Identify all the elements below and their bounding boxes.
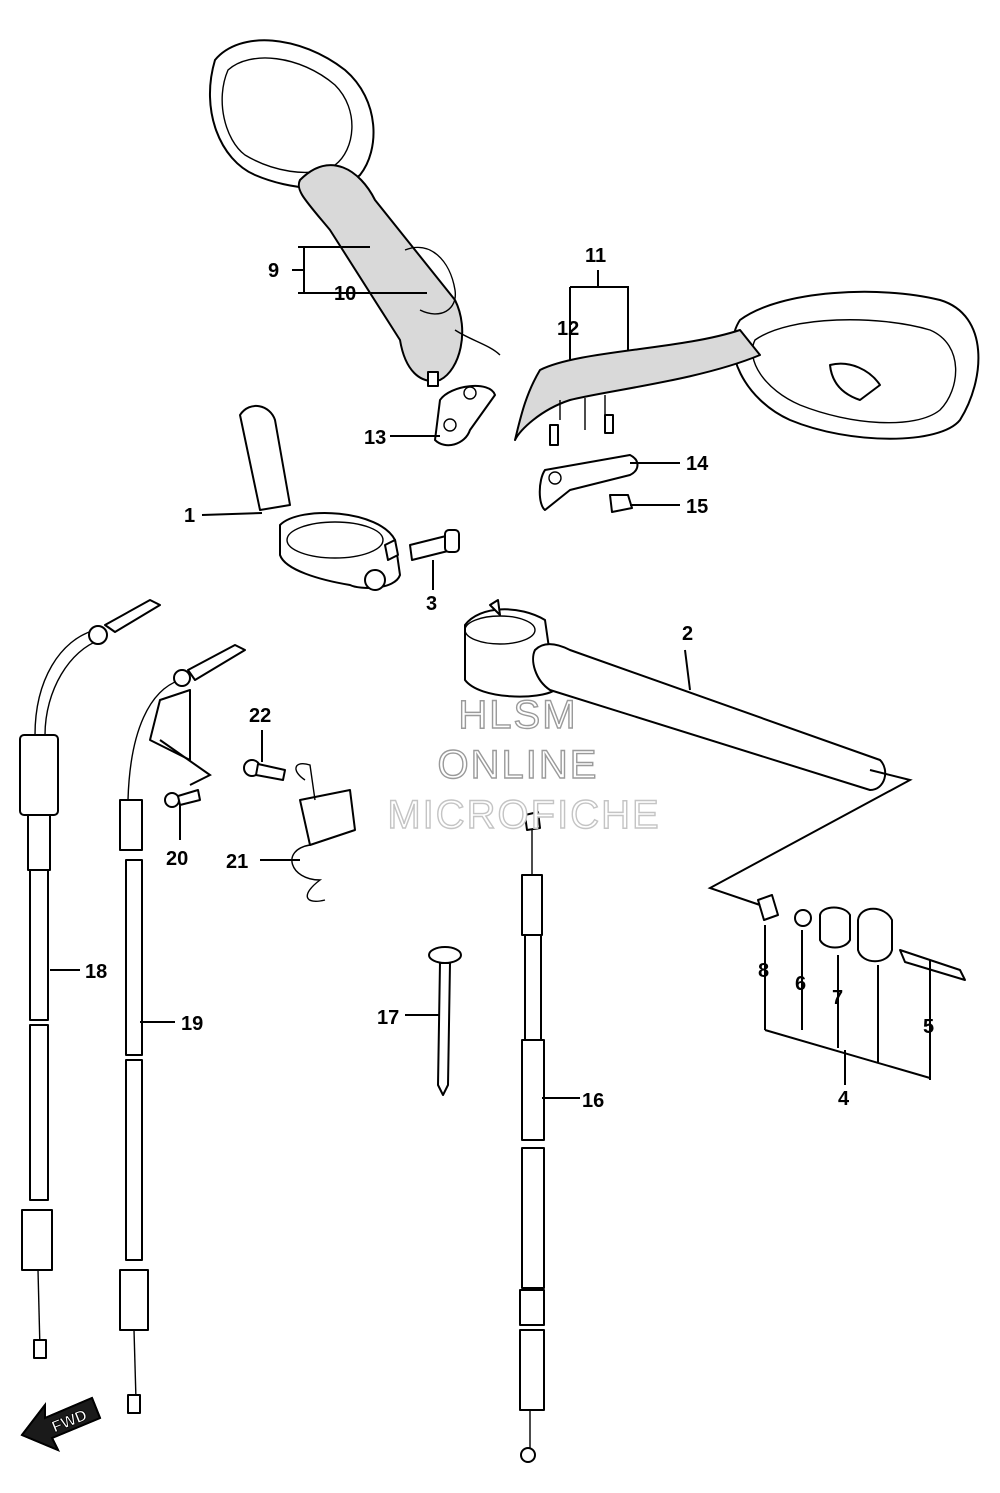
- bolt-22: [243, 759, 286, 781]
- fwd-arrow: FWD: [20, 1396, 102, 1452]
- callout-16: 16: [582, 1090, 604, 1112]
- callout-11: 11: [585, 245, 606, 267]
- watermark: HLSM ONLINE MICROFICHE: [387, 692, 660, 837]
- callout-9: 9: [268, 260, 279, 282]
- watermark-line-3: MICROFICHE: [387, 793, 660, 837]
- callout-15: 15: [686, 496, 708, 518]
- left-mirror: [208, 39, 501, 387]
- cable-tie-17: [428, 946, 462, 1096]
- callout-17: 17: [377, 1007, 399, 1029]
- callout-10: 10: [334, 283, 356, 305]
- callout-21: 21: [226, 851, 248, 873]
- callout-12: 12: [557, 318, 579, 340]
- callout-2: 2: [682, 623, 693, 645]
- nut-15: [609, 494, 633, 513]
- callout-5: 5: [923, 1016, 934, 1038]
- throttle-cable-19: [119, 644, 246, 1414]
- bracket-14: [538, 454, 639, 511]
- callout-13: 13: [364, 427, 386, 449]
- callout-14: 14: [686, 453, 709, 475]
- callout-labels: 1 2 3 4 5 6 7 8 9 10 11 12 13 14 15 16 1…: [85, 245, 934, 1112]
- callout-22: 22: [249, 705, 271, 727]
- bar-end-group: [757, 894, 966, 981]
- callout-4: 4: [838, 1088, 850, 1110]
- callout-7: 7: [832, 987, 843, 1009]
- callout-3: 3: [426, 593, 437, 615]
- callout-8: 8: [758, 960, 769, 982]
- right-mirror: [514, 290, 980, 446]
- throttle-cable-18: [19, 599, 161, 1359]
- bolt-3: [409, 529, 460, 561]
- clamp-21: [291, 763, 356, 902]
- callout-20: 20: [166, 848, 188, 870]
- bracket-13: [434, 384, 496, 447]
- cable-16: [519, 811, 545, 1463]
- watermark-line-2: ONLINE: [438, 743, 599, 787]
- callout-6: 6: [795, 973, 806, 995]
- callout-19: 19: [181, 1013, 203, 1035]
- throttle-grip: [239, 405, 401, 591]
- callout-1: 1: [184, 505, 195, 527]
- callout-18: 18: [85, 961, 107, 983]
- leader-lines: [50, 246, 931, 1099]
- watermark-line-1: HLSM: [458, 693, 577, 737]
- screw-20: [164, 789, 201, 808]
- handlebar-2: [464, 599, 887, 791]
